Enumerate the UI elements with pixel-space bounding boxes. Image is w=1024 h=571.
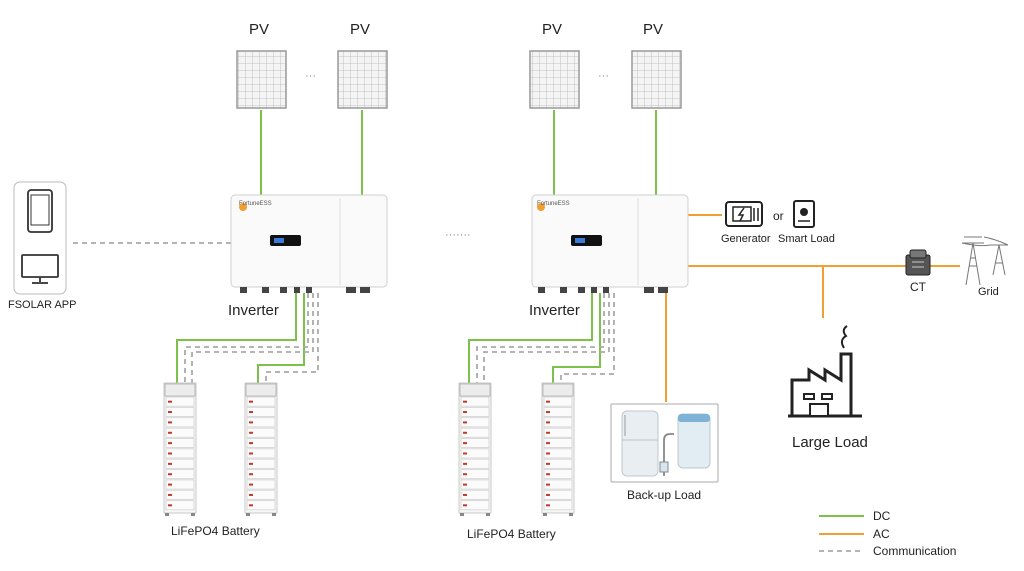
comm-line-battery3 xyxy=(476,293,605,383)
pv-ellipsis-2: ··· xyxy=(598,70,609,82)
pv-panel-1 xyxy=(236,50,287,109)
battery-label-2: LiFePO4 Battery xyxy=(467,527,556,541)
dc-lines xyxy=(176,110,657,383)
dc-line-battery1 xyxy=(176,293,297,383)
pv-label-4: PV xyxy=(643,21,664,38)
pv-panels xyxy=(236,50,682,109)
pv-ellipsis-1: ··· xyxy=(305,70,316,82)
comm-line-battery2 xyxy=(265,293,319,383)
comm-line-battery1b xyxy=(191,293,314,383)
pv-label-2: PV xyxy=(350,21,371,38)
monitor-icon xyxy=(21,254,59,284)
battery-stack-3 xyxy=(458,382,492,516)
inverter-label-2: Inverter xyxy=(529,302,580,319)
inverter-2 xyxy=(531,194,689,293)
comm-line-battery4 xyxy=(560,293,615,383)
battery-stack-1 xyxy=(163,382,197,516)
pv-label-1: PV xyxy=(249,21,270,38)
water-purifier-icon xyxy=(659,413,711,476)
factory-icon xyxy=(788,325,862,418)
grid-label: Grid xyxy=(978,286,999,298)
dc-line-battery3 xyxy=(468,293,593,383)
large-load-label: Large Load xyxy=(792,434,868,451)
inverter-2-display xyxy=(571,235,602,246)
comm-line-battery1 xyxy=(184,293,309,383)
dc-line-battery2 xyxy=(257,293,305,383)
smart-load-label: Smart Load xyxy=(778,233,835,245)
inverter-1 xyxy=(230,194,388,293)
fridge-icon xyxy=(621,410,659,477)
smart-load-icon xyxy=(793,200,815,228)
phone-icon xyxy=(27,189,53,233)
inverter-2-brand: FortuneESS xyxy=(537,201,570,207)
app-label: FSOLAR APP xyxy=(8,299,77,311)
pv-panel-4 xyxy=(631,50,682,109)
dc-line-battery4 xyxy=(552,293,601,383)
inverter-label-1: Inverter xyxy=(228,302,279,319)
inverter-1-display xyxy=(270,235,301,246)
app-box xyxy=(13,181,67,295)
legend-dc-label: DC xyxy=(873,509,891,523)
generator-icon xyxy=(725,201,763,227)
legend-comm-label: Communication xyxy=(873,544,957,558)
battery-label-1: LiFePO4 Battery xyxy=(171,524,260,538)
comm-line-battery3b xyxy=(483,293,610,383)
pv-label-3: PV xyxy=(542,21,563,38)
legend-ac-label: AC xyxy=(873,527,890,541)
grid-tower-icon xyxy=(961,236,1009,286)
or-label: or xyxy=(773,209,784,223)
backup-load-box xyxy=(610,403,719,483)
backup-load-label: Back-up Load xyxy=(627,488,702,502)
systems-ellipsis: ······· xyxy=(445,229,471,241)
generator-label: Generator xyxy=(721,233,771,245)
ct-icon xyxy=(905,249,931,276)
pv-panel-3 xyxy=(529,50,580,109)
inverter-1-brand: FortuneESS xyxy=(239,201,272,207)
pv-panel-2 xyxy=(337,50,388,109)
battery-stacks xyxy=(163,382,575,516)
battery-stack-4 xyxy=(541,382,575,516)
battery-stack-2 xyxy=(244,382,278,516)
legend xyxy=(819,515,864,552)
ct-label: CT xyxy=(910,280,926,294)
comm-lines xyxy=(73,242,615,383)
